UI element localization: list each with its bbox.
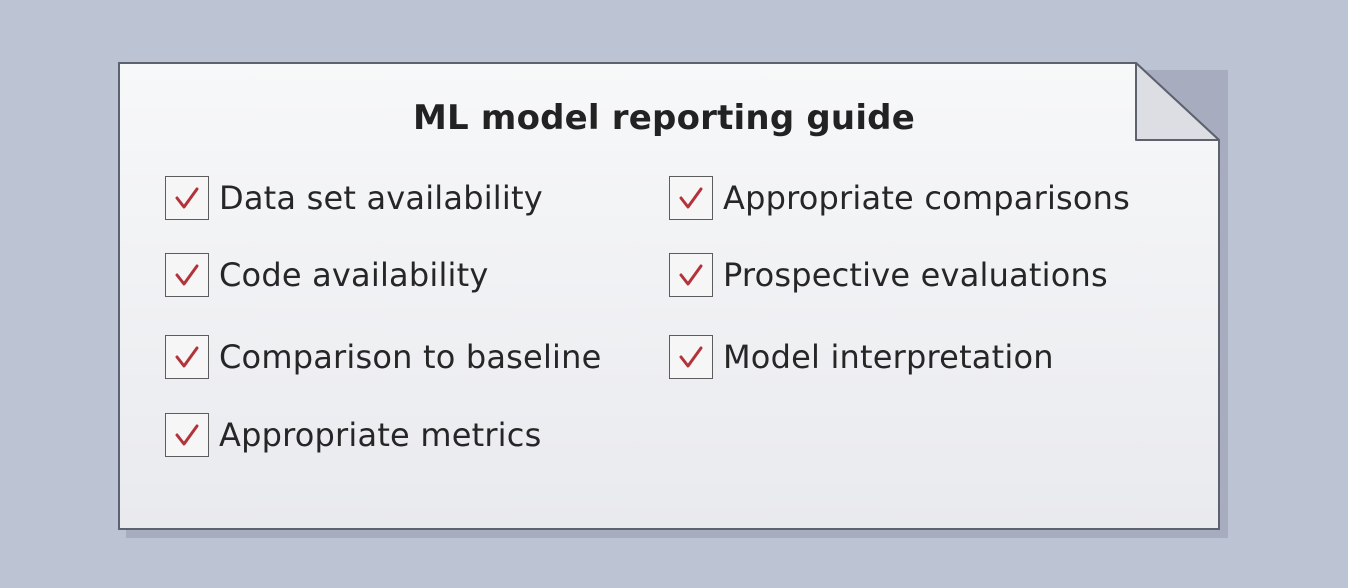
- checkbox[interactable]: [669, 253, 713, 297]
- folded-corner: [1135, 62, 1220, 141]
- check-icon: [679, 187, 703, 209]
- checklist-item-data-set-availability[interactable]: Data set availability: [165, 175, 543, 221]
- checkbox[interactable]: [165, 253, 209, 297]
- checklist-item-label: Appropriate comparisons: [723, 179, 1131, 217]
- checklist-item-label: Appropriate metrics: [219, 416, 542, 454]
- checklist-item-model-interpretation[interactable]: Model interpretation: [669, 334, 1054, 380]
- check-icon: [175, 264, 199, 286]
- checkbox[interactable]: [165, 176, 209, 220]
- check-icon: [679, 346, 703, 368]
- check-icon: [679, 264, 703, 286]
- check-icon: [175, 346, 199, 368]
- check-icon: [175, 187, 199, 209]
- guide-title: ML model reporting guide: [413, 98, 915, 138]
- checklist-item-label: Prospective evaluations: [723, 256, 1108, 294]
- checklist-item-appropriate-metrics[interactable]: Appropriate metrics: [165, 412, 541, 458]
- checklist-item-comparison-to-baseline[interactable]: Comparison to baseline: [165, 334, 602, 380]
- checklist-item-prospective-evaluations[interactable]: Prospective evaluations: [669, 252, 1108, 298]
- checklist-item-code-availability[interactable]: Code availability: [165, 252, 489, 298]
- check-icon: [175, 424, 199, 446]
- checklist-item-label: Data set availability: [219, 179, 543, 217]
- checkbox[interactable]: [669, 335, 713, 379]
- checklist-item-label: Comparison to baseline: [219, 338, 602, 376]
- checkbox[interactable]: [165, 335, 209, 379]
- checklist-item-label: Model interpretation: [723, 338, 1054, 376]
- checklist-item-label: Code availability: [219, 256, 489, 294]
- reporting-guide-card: ML model reporting guide Data set availa…: [118, 62, 1228, 538]
- checkbox[interactable]: [165, 413, 209, 457]
- checkbox[interactable]: [669, 176, 713, 220]
- checklist-item-appropriate-comparisons[interactable]: Appropriate comparisons: [669, 175, 1130, 221]
